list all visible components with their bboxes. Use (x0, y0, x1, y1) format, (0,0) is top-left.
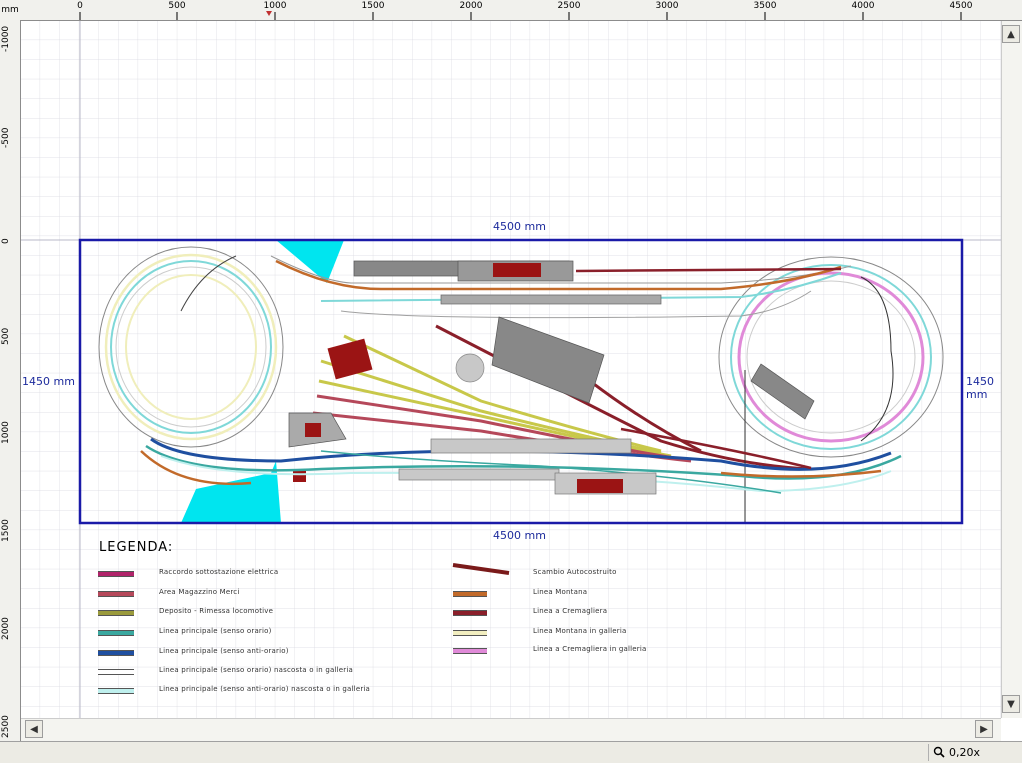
left-loop (98, 246, 284, 448)
status-bar: 0,20x (0, 741, 1022, 763)
ruler-y-tick: 2000 (1, 617, 11, 640)
legend-label: Linea a Cremagliera in galleria (533, 645, 647, 653)
vertical-ruler: -1000 -500 0 500 1000 1500 2000 2500 (0, 20, 21, 743)
baseboard-frame (78, 238, 964, 525)
ruler-x-tick: 3000 (655, 1, 679, 11)
right-buildings (288, 316, 815, 523)
ruler-x-ticks-graphic (79, 11, 962, 20)
legend-swatches (98, 563, 510, 694)
top-red-building (493, 263, 541, 277)
vertical-scrollbar[interactable]: ▲ ▼ (1001, 21, 1022, 718)
horizontal-ruler: 0 500 1000 1500 2000 2500 3000 3500 4000… (20, 0, 1022, 21)
ruler-y-tick: -500 (1, 127, 11, 148)
right-loop (718, 256, 944, 458)
ruler-y-tick: 1500 (1, 519, 11, 542)
legend-label: Linea a Cremagliera (533, 607, 608, 615)
arrow-left-icon[interactable]: ◀ (25, 720, 43, 738)
ruler-x-tick: 4000 (851, 1, 875, 11)
width-dimension-top: 4500 mm (493, 220, 546, 233)
ruler-x-tick: 2500 (557, 1, 581, 11)
horizontal-scrollbar[interactable]: ◀ ▶ (21, 718, 1001, 741)
arrow-right-icon[interactable]: ▶ (975, 720, 993, 738)
top-mainline (270, 255, 852, 319)
drawing-canvas[interactable]: 4500 mm 4500 mm 1450 mm 1450 mm LEGENDA:… (21, 21, 1001, 718)
legend-switch-swatch (452, 563, 510, 575)
ruler-y-tick: 500 (1, 327, 11, 345)
bottom-platform (430, 438, 632, 454)
ruler-y-tick: 1000 (1, 421, 11, 444)
ruler-x-tick: 4500 (949, 1, 973, 11)
ruler-unit: mm (0, 0, 21, 21)
ruler-x-tick: 2000 (459, 1, 483, 11)
zoom-level: 0,20x (948, 746, 980, 759)
legend-label: Linea principale (senso anti-orario) (159, 647, 289, 655)
legend-label: Scambio Autocostruito (533, 568, 617, 576)
ruler-x-tick: 1000 (263, 1, 287, 11)
ruler-y-tick: 0 (1, 238, 11, 244)
ruler-y-tick: -1000 (1, 25, 11, 52)
legend-label: Raccordo sottostazione elettrica (159, 568, 279, 576)
legend-title: LEGENDA: (99, 540, 174, 555)
bottom-platform-2 (398, 468, 560, 481)
ruler-x-tick: 0 (77, 1, 83, 11)
ruler-cursor-marker (266, 11, 272, 16)
height-dimension-right: 1450 mm (966, 375, 994, 401)
top-platform (440, 294, 662, 305)
ruler-x-tick: 3500 (753, 1, 777, 11)
ruler-x-tick: 500 (168, 1, 186, 11)
ruler-y-tick: 2500 (1, 715, 11, 738)
legend-label: Linea Montana in galleria (533, 627, 627, 635)
arrow-up-icon[interactable]: ▲ (1002, 25, 1020, 43)
legend-label: Linea Montana (533, 588, 588, 596)
magnifier-icon (934, 746, 946, 758)
legend-label: Linea principale (senso orario) nascosta… (159, 666, 353, 674)
bottom-red-building (577, 479, 623, 493)
width-dimension-bottom: 4500 mm (493, 529, 546, 542)
water-area-top (276, 240, 344, 283)
legend-label: Linea principale (senso orario) (159, 627, 272, 635)
legend-label: Linea principale (senso anti-orario) nas… (159, 685, 371, 693)
track-layout-drawing[interactable] (21, 21, 1001, 718)
height-dimension-left: 1450 mm (22, 375, 75, 388)
legend-label: Deposito - Rimessa locomotive (159, 607, 274, 615)
legend-label: Area Magazzino Merci (159, 588, 240, 596)
zoom-indicator[interactable]: 0,20x (928, 744, 1016, 761)
ruler-x-tick: 1500 (361, 1, 385, 11)
arrow-down-icon[interactable]: ▼ (1002, 695, 1020, 713)
water-area-bottom (181, 461, 281, 523)
